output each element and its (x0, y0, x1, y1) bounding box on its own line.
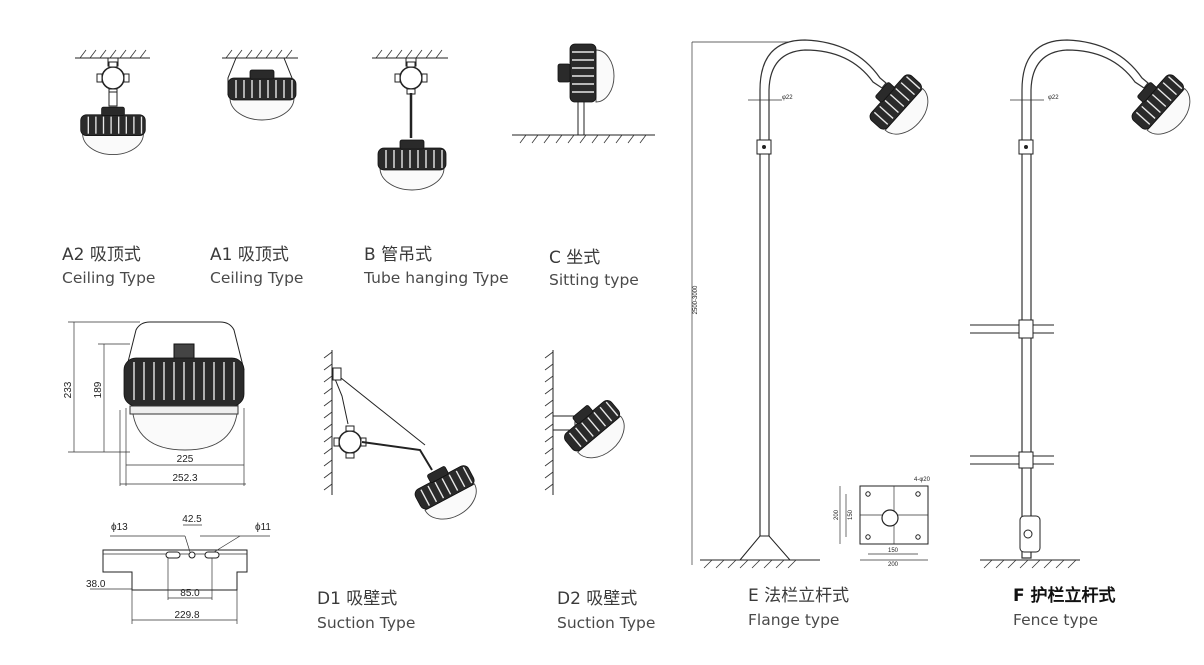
dim-flange-hole: 4-φ20 (914, 477, 931, 483)
caption-e: E 法栏立杆式 Flange type (748, 586, 849, 629)
mounting-plate-drawing: ϕ13 42.5 ϕ11 38.0 85.0 229.8 (86, 514, 271, 624)
a2-ceiling-drawing (75, 49, 150, 156)
caption-d1: D1 吸壁式 Suction Type (317, 589, 415, 632)
caption-a2-en: Ceiling Type (62, 269, 155, 287)
caption-b-cn: B 管吊式 (364, 245, 432, 265)
caption-c: C 坐式 Sitting type (549, 248, 639, 289)
b-tube-hanging-drawing (372, 49, 448, 191)
dim-hole-spacing: 85.0 (180, 588, 200, 599)
dim-height-body: 189 (93, 381, 104, 398)
caption-a1-cn: A1 吸顶式 (210, 245, 289, 265)
a1-ceiling-drawing (222, 49, 298, 121)
caption-f-en: Fence type (1013, 611, 1098, 629)
dim-plate-length: 229.8 (174, 610, 199, 621)
caption-f: F 护栏立杆式 Fence type (1013, 585, 1116, 629)
caption-d2: D2 吸壁式 Suction Type (557, 589, 655, 632)
dim-pipe-dia-f: φ22 (1048, 95, 1059, 101)
dim-flange-outer-v: 200 (834, 509, 840, 520)
caption-d1-cn: D1 吸壁式 (317, 589, 397, 609)
d2-wall-drawing (544, 350, 636, 495)
dim-flange-outer: 200 (888, 562, 899, 568)
caption-a2-cn: A2 吸顶式 (62, 245, 141, 265)
dim-flange-inner-v: 150 (848, 509, 854, 520)
caption-a1: A1 吸顶式 Ceiling Type (210, 245, 303, 287)
dim-pipe-dia-e: φ22 (782, 95, 793, 101)
e-flange-pole-drawing: 2500-3000 φ22 150 200 150 200 4-φ20 (691, 39, 940, 569)
dim-hole-dia-left: ϕ13 (111, 522, 128, 533)
dim-hole-spacing-top: 42.5 (182, 514, 202, 525)
caption-e-cn: E 法栏立杆式 (748, 586, 849, 606)
c-sitting-drawing (512, 43, 655, 144)
dimension-side-view: 233 189 225 252.3 (63, 321, 246, 486)
dim-height-total: 233 (63, 381, 74, 398)
dim-pole-height-e: 2500-3000 (693, 285, 699, 314)
dim-width-total: 252.3 (172, 473, 197, 484)
dim-width-body: 225 (177, 454, 194, 465)
caption-c-cn: C 坐式 (549, 248, 600, 268)
caption-a2: A2 吸顶式 Ceiling Type (62, 245, 155, 287)
caption-c-en: Sitting type (549, 271, 639, 289)
dim-hole-dia-right: ϕ11 (255, 522, 271, 533)
caption-d1-en: Suction Type (317, 614, 415, 632)
caption-a1-en: Ceiling Type (210, 269, 303, 287)
caption-d2-en: Suction Type (557, 614, 655, 632)
caption-b: B 管吊式 Tube hanging Type (363, 245, 509, 287)
dim-flange-inner: 150 (888, 548, 899, 554)
d1-wall-drawing (323, 350, 487, 530)
caption-e-en: Flange type (748, 611, 839, 629)
caption-f-cn: F 护栏立杆式 (1013, 585, 1116, 606)
caption-b-en: Tube hanging Type (363, 269, 509, 287)
f-fence-pole-drawing: φ22 (970, 39, 1202, 569)
caption-d2-cn: D2 吸壁式 (557, 589, 637, 609)
dim-plate-height: 38.0 (86, 579, 106, 590)
